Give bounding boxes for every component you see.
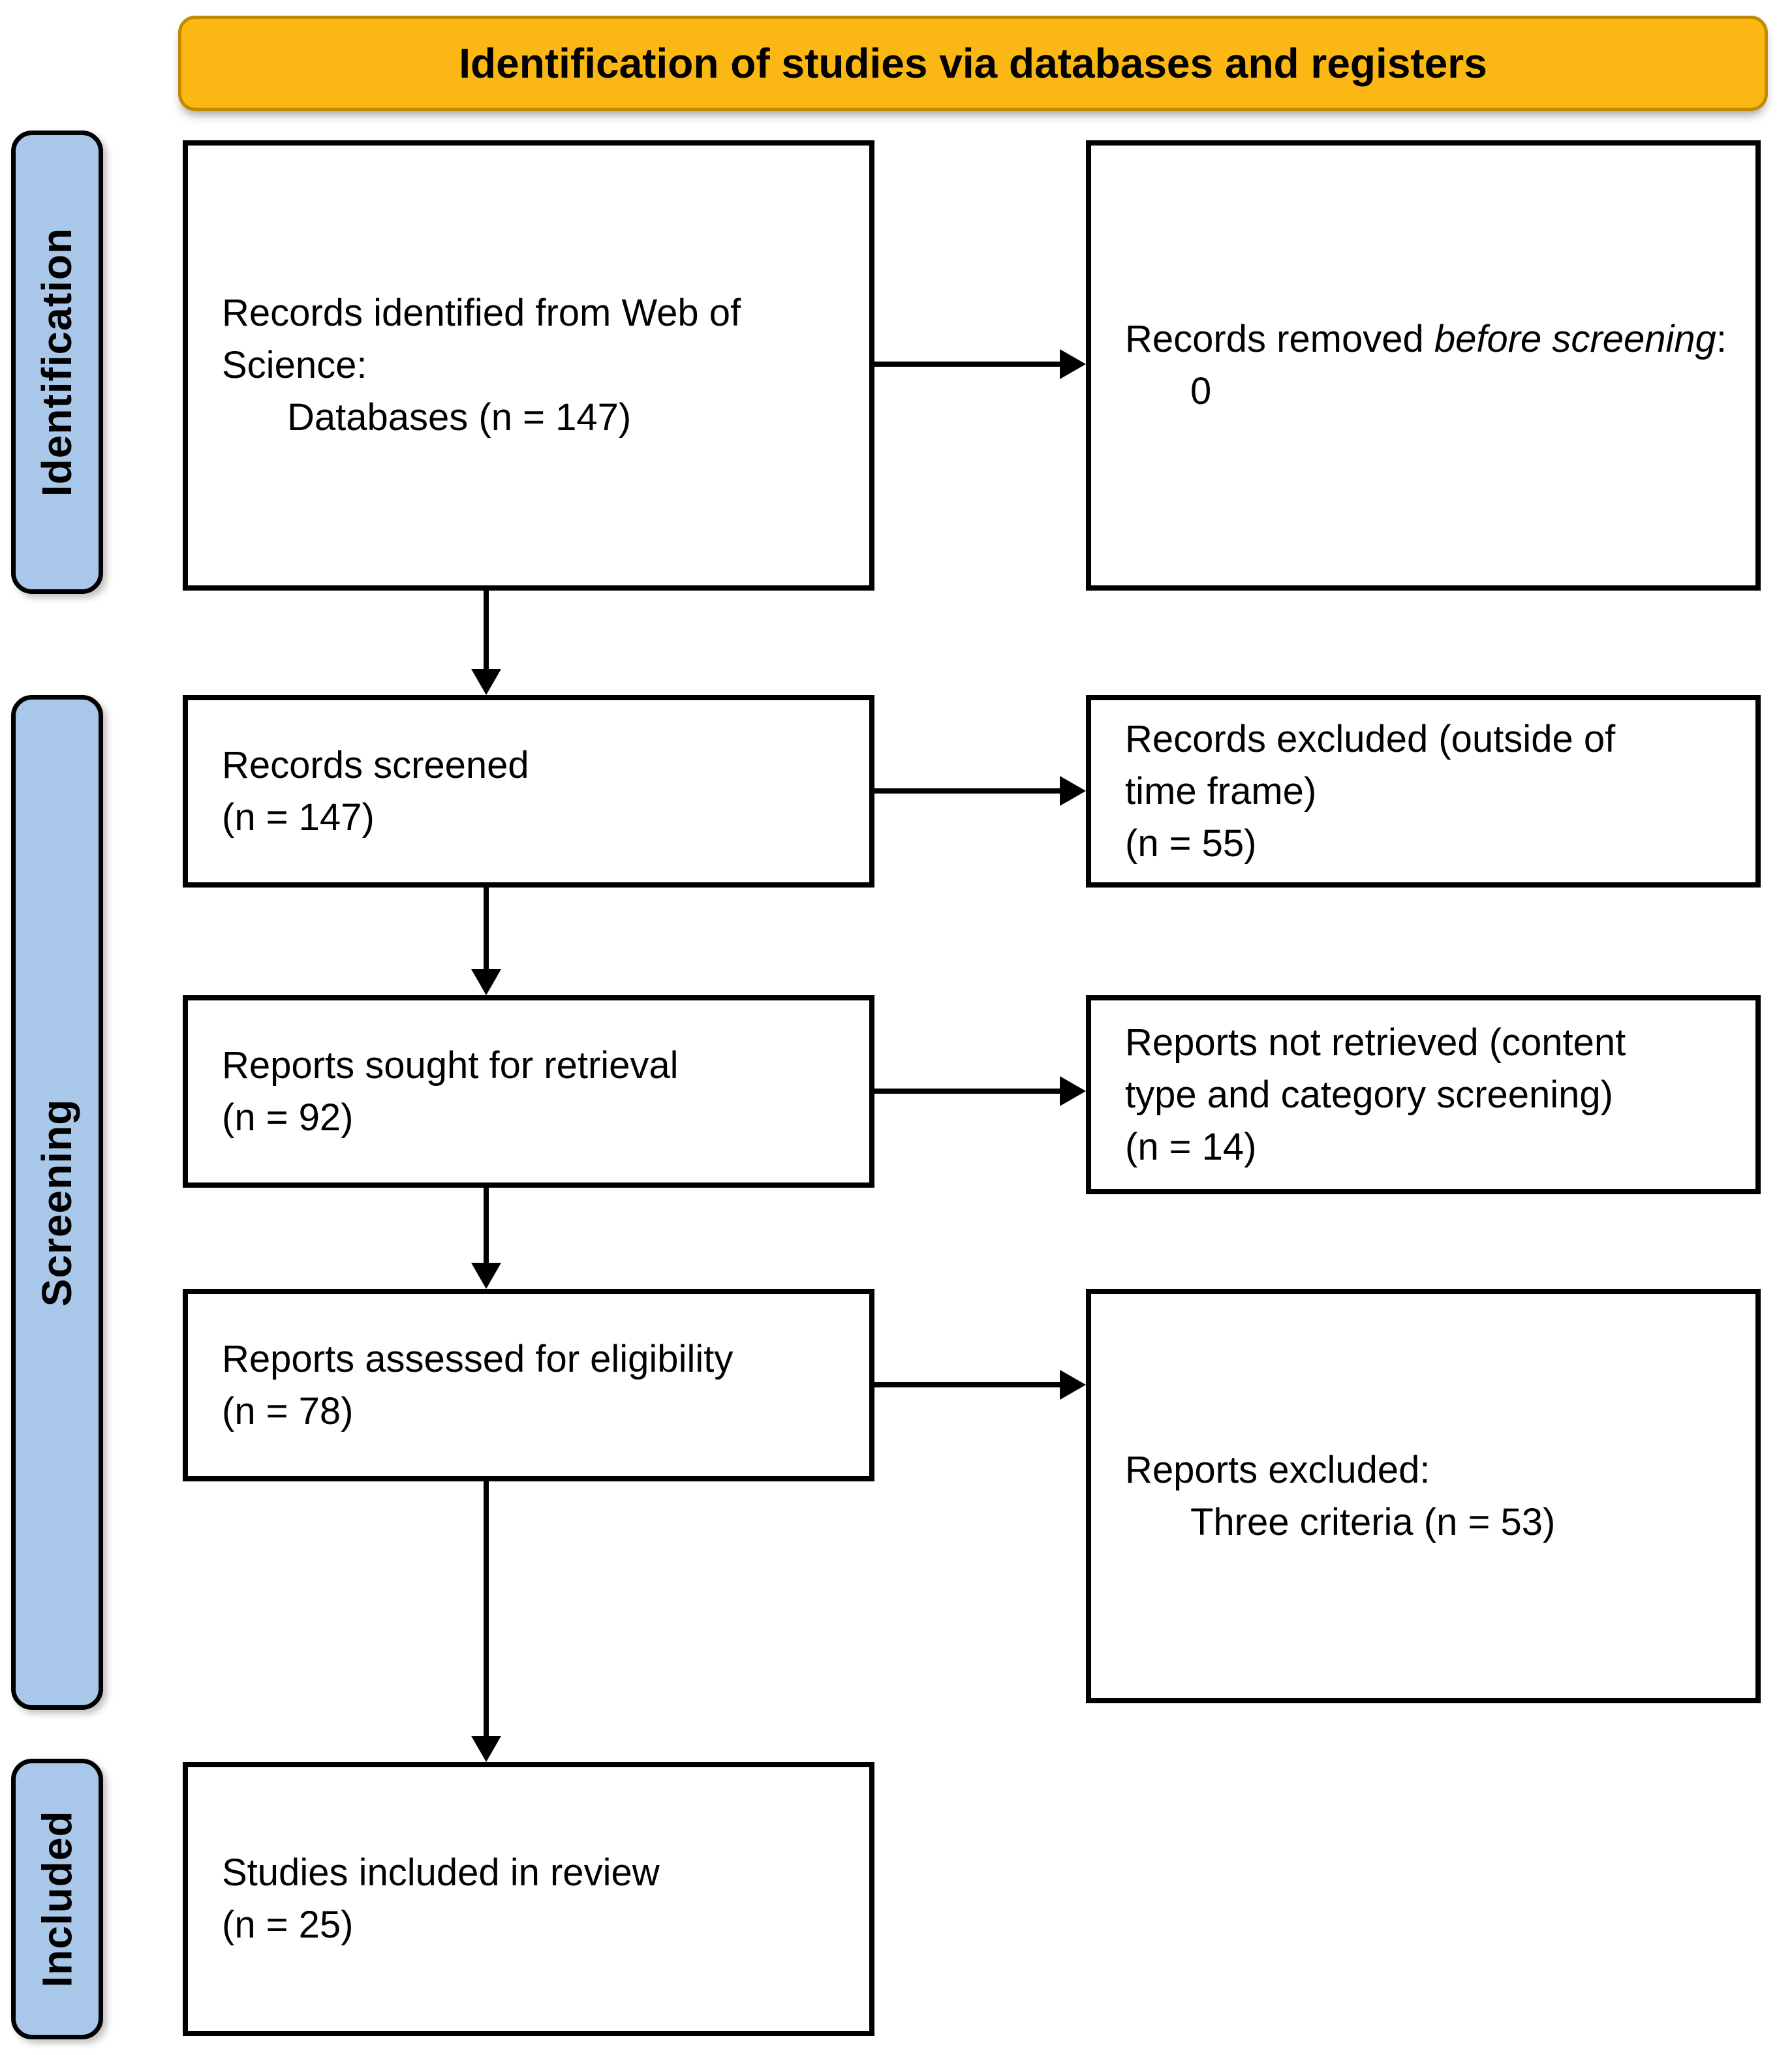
header-title: Identification of studies via databases …: [459, 40, 1487, 87]
arrow-right-assessed-to-excluded: [874, 1382, 1061, 1387]
header-banner: Identification of studies via databases …: [178, 16, 1768, 111]
box-text-line: Records screened: [222, 743, 529, 786]
box-records-screened: Records screened (n = 147): [183, 695, 874, 888]
sidebar-phase-screening: Screening: [11, 695, 103, 1710]
box-reports-excluded: Reports excluded: Three criteria (n = 53…: [1086, 1289, 1761, 1703]
sidebar-phase-label: Included: [33, 1810, 81, 1988]
box-text-line: Records identified from Web of: [222, 292, 741, 334]
arrow-down-assessed-to-included: [484, 1481, 489, 1737]
box-text-line: Databases (n = 147): [287, 396, 632, 439]
box-text-line: Science:: [222, 344, 367, 386]
box-text-segment-italic: before screening: [1434, 318, 1716, 360]
box-text-segment: :: [1716, 318, 1727, 360]
box-text-line: Studies included in review: [222, 1851, 660, 1894]
box-text-line: (n = 14): [1125, 1125, 1257, 1168]
arrow-down-head-icon: [471, 669, 501, 695]
sidebar-phase-label: Identification: [33, 227, 81, 497]
box-text-line: Reports assessed for eligibility: [222, 1337, 734, 1380]
box-text-line: time frame): [1125, 769, 1317, 812]
arrow-right-sought-to-not-retrieved: [874, 1089, 1061, 1094]
box-text-line: Records removed before screening:: [1125, 313, 1732, 365]
box-text-line: Reports not retrieved (content: [1125, 1021, 1626, 1064]
arrow-down-head-icon: [471, 969, 501, 995]
box-reports-assessed: Reports assessed for eligibility (n = 78…: [183, 1289, 874, 1481]
arrow-down-head-icon: [471, 1263, 501, 1289]
box-text-line: Three criteria (n = 53): [1190, 1500, 1556, 1543]
box-records-excluded-timeframe: Records excluded (outside of time frame)…: [1086, 695, 1761, 888]
arrow-right-head-icon: [1060, 349, 1086, 379]
box-text-line: 0: [1190, 370, 1212, 412]
box-text-line: (n = 147): [222, 796, 375, 839]
sidebar-phase-included: Included: [11, 1759, 103, 2039]
arrow-down-screened-to-sought: [484, 888, 489, 970]
arrow-right-identified-to-removed: [874, 362, 1061, 367]
box-text-line: (n = 78): [222, 1389, 354, 1432]
box-reports-not-retrieved: Reports not retrieved (content type and …: [1086, 995, 1761, 1194]
box-records-removed: Records removed before screening: 0: [1086, 140, 1761, 591]
arrow-down-head-icon: [471, 1736, 501, 1762]
sidebar-phase-label: Screening: [33, 1098, 81, 1306]
box-text-line: type and category screening): [1125, 1073, 1613, 1116]
arrow-right-head-icon: [1060, 1370, 1086, 1400]
box-text-line: (n = 92): [222, 1096, 354, 1139]
box-text-segment: Records removed: [1125, 318, 1434, 360]
box-studies-included: Studies included in review (n = 25): [183, 1762, 874, 2036]
arrow-right-head-icon: [1060, 1076, 1086, 1106]
box-text-line: Records excluded (outside of: [1125, 717, 1616, 760]
box-reports-sought: Reports sought for retrieval (n = 92): [183, 995, 874, 1188]
box-text-line: (n = 25): [222, 1904, 354, 1946]
box-text-line: Reports excluded:: [1125, 1448, 1430, 1491]
arrow-down-sought-to-assessed: [484, 1188, 489, 1264]
arrow-right-screened-to-excluded: [874, 788, 1061, 794]
arrow-right-head-icon: [1060, 776, 1086, 806]
box-text-line: (n = 55): [1125, 822, 1257, 865]
sidebar-phase-identification: Identification: [11, 131, 103, 594]
arrow-down-identified-to-screened: [484, 591, 489, 670]
box-text-line: Reports sought for retrieval: [222, 1043, 679, 1087]
box-records-identified: Records identified from Web of Science: …: [183, 140, 874, 591]
